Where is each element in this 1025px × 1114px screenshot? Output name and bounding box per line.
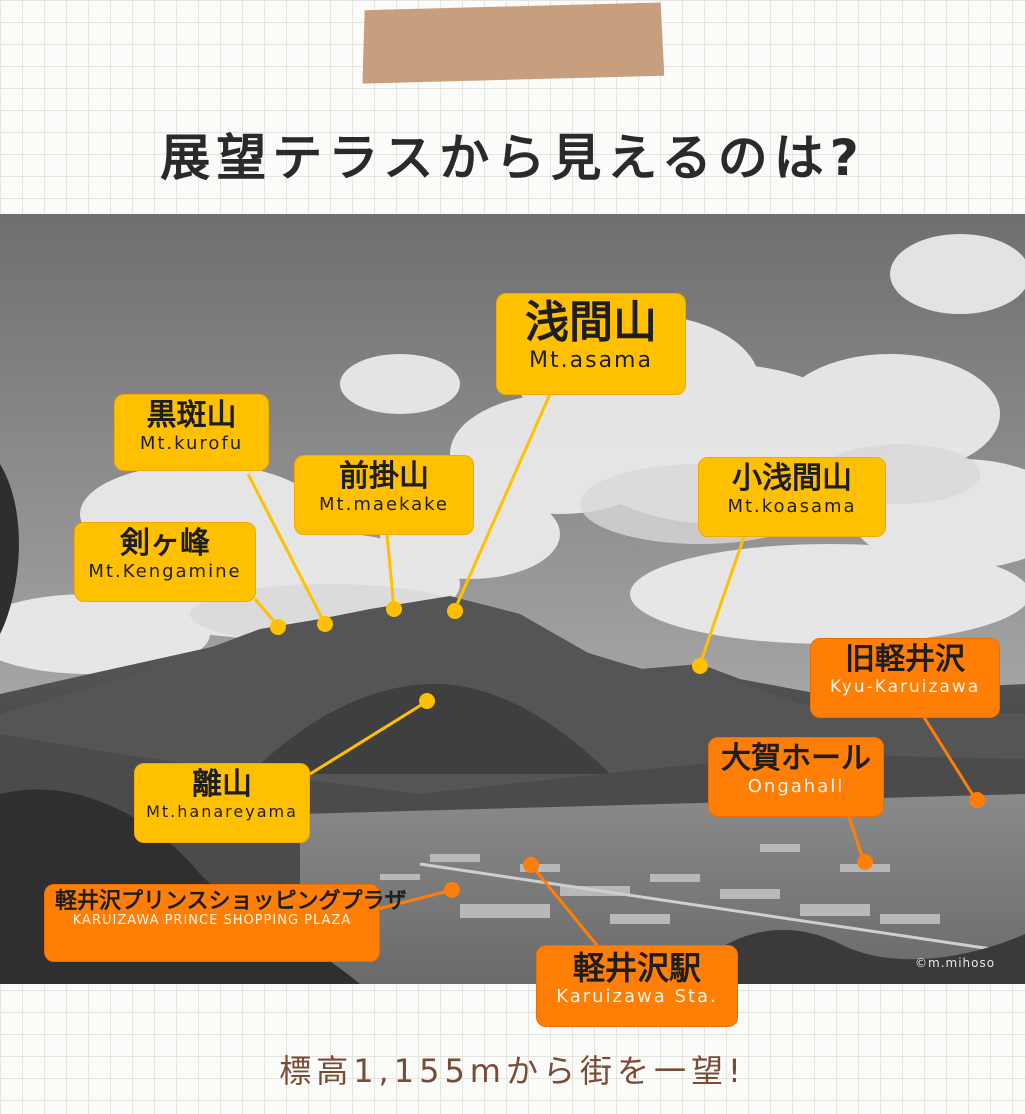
footer-caption: 標高1,155mから街を一望! bbox=[279, 1052, 746, 1090]
label-station-jp: 軽井沢駅 bbox=[572, 949, 701, 987]
masking-tape bbox=[362, 2, 665, 83]
label-asama-jp: 浅間山 bbox=[525, 297, 657, 348]
label-kengamine-en: Mt.Kengamine bbox=[88, 560, 242, 582]
dot-maekake bbox=[386, 601, 402, 617]
label-station: 軽井沢駅 Karuizawa Sta. bbox=[536, 945, 738, 1027]
label-asama-en: Mt.asama bbox=[529, 347, 653, 373]
dot-hanare bbox=[419, 693, 435, 709]
label-kurofu: 黒斑山 Mt.kurofu bbox=[114, 394, 269, 471]
label-maekake-jp: 前掛山 bbox=[339, 459, 429, 494]
label-ongahall-jp: 大賀ホール bbox=[721, 741, 871, 776]
dot-koasama bbox=[692, 658, 708, 674]
dot-kurofu bbox=[317, 616, 333, 632]
label-koasama-jp: 小浅間山 bbox=[732, 461, 852, 496]
label-kurofu-en: Mt.kurofu bbox=[139, 432, 244, 454]
dot-ongahall bbox=[857, 854, 873, 870]
label-prince: 軽井沢プリンスショッピングプラザ KARUIZAWA PRINCE SHOPPI… bbox=[44, 884, 407, 962]
label-kyukaru: 旧軽井沢 Kyu-Karuizawa bbox=[810, 638, 1000, 718]
label-maekake-en: Mt.maekake bbox=[319, 493, 449, 515]
label-kengamine: 剣ヶ峰 Mt.Kengamine bbox=[74, 522, 256, 602]
label-maekake: 前掛山 Mt.maekake bbox=[294, 455, 474, 535]
label-kyukaru-en: Kyu-Karuizawa bbox=[829, 676, 981, 697]
label-asama: 浅間山 Mt.asama bbox=[496, 293, 686, 395]
label-hanare: 離山 Mt.hanareyama bbox=[134, 763, 310, 843]
label-station-en: Karuizawa Sta. bbox=[556, 985, 718, 1007]
dot-prince bbox=[444, 882, 460, 898]
label-koasama: 小浅間山 Mt.koasama bbox=[698, 457, 886, 537]
orange-dots bbox=[444, 792, 985, 898]
label-prince-jp: 軽井沢プリンスショッピングプラザ bbox=[55, 889, 407, 914]
label-kyukaru-jp: 旧軽井沢 bbox=[845, 642, 965, 677]
label-hanare-en: Mt.hanareyama bbox=[146, 801, 298, 821]
label-kurofu-jp: 黒斑山 bbox=[146, 398, 237, 433]
dot-asama bbox=[447, 603, 463, 619]
dot-station bbox=[523, 857, 539, 873]
yellow-dots bbox=[270, 601, 708, 709]
label-ongahall-en: Ongahall bbox=[747, 775, 845, 797]
label-kengamine-jp: 剣ヶ峰 bbox=[120, 526, 210, 561]
watermark: ©m.mihoso bbox=[915, 956, 996, 970]
orange-leaders bbox=[377, 713, 978, 950]
label-hanare-jp: 離山 bbox=[192, 767, 252, 802]
label-ongahall: 大賀ホール Ongahall bbox=[708, 737, 884, 817]
dot-kyukaru bbox=[969, 792, 985, 808]
dot-kengamine bbox=[270, 619, 286, 635]
leader-lines bbox=[246, 393, 985, 950]
page-title: 展望テラスから見えるのは? bbox=[160, 129, 865, 187]
label-prince-en: KARUIZAWA PRINCE SHOPPING PLAZA bbox=[72, 913, 352, 929]
label-koasama-en: Mt.koasama bbox=[727, 495, 857, 517]
yellow-leaders bbox=[246, 393, 747, 776]
